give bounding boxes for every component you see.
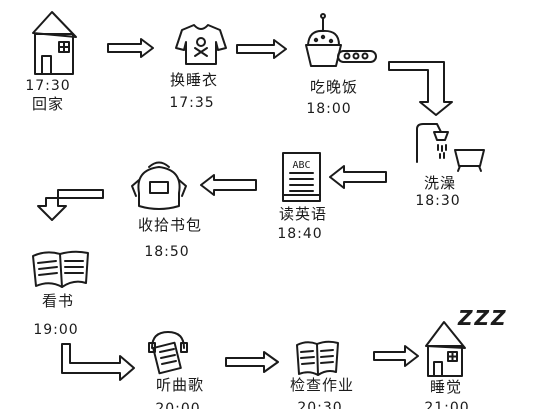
- open-book-icon: [32, 250, 89, 288]
- step-time: 18:40: [277, 226, 323, 242]
- step-time: 17:30: [25, 78, 71, 94]
- step-label: 检查作业: [289, 376, 355, 394]
- step-label: 收拾书包: [137, 216, 203, 234]
- step-label: 吃晚饭: [309, 78, 359, 96]
- house-icon: [32, 11, 77, 75]
- bent-arrow-down-icon: [37, 189, 104, 221]
- step-label: 换睡衣: [169, 71, 219, 89]
- step-time: 18:50: [144, 244, 190, 260]
- pajamas-icon: [175, 24, 227, 65]
- bent-arrow-down-icon: [388, 61, 453, 116]
- step-time: 20:00: [155, 401, 201, 409]
- bent-arrow-right-icon: [61, 343, 135, 381]
- arrow-right-icon: [373, 345, 419, 367]
- arrow-right-icon: [107, 38, 154, 58]
- step-label: 洗澡: [423, 174, 457, 192]
- step-label: 回家: [31, 95, 65, 113]
- step-time: 19:00: [33, 322, 79, 338]
- step-label: 看书: [41, 292, 75, 310]
- book-cover-text: ABC: [292, 160, 310, 171]
- arrow-left-icon: [329, 165, 387, 189]
- arrow-right-icon: [225, 351, 279, 373]
- arrow-left-icon: [200, 174, 257, 196]
- school-bag-icon: [131, 161, 187, 210]
- shower-icon: [416, 123, 485, 172]
- step-time: 17:35: [169, 95, 215, 111]
- step-time: 18:30: [415, 193, 461, 209]
- arrow-right-icon: [236, 39, 287, 59]
- step-label: 睡觉: [429, 378, 463, 396]
- house-icon: [425, 321, 466, 377]
- dinner-icon: [305, 13, 377, 67]
- step-time: 18:00: [306, 101, 352, 117]
- step-label: 听曲歌: [155, 376, 205, 394]
- homework-book-icon: [296, 340, 339, 376]
- sleep-zzz-text: ZZZ: [458, 306, 508, 330]
- step-time: 20:30: [297, 400, 343, 409]
- music-player-icon: [148, 331, 188, 375]
- english-book-icon: [282, 152, 321, 202]
- step-label: 读英语: [278, 205, 328, 223]
- step-time: 21:00: [424, 400, 470, 409]
